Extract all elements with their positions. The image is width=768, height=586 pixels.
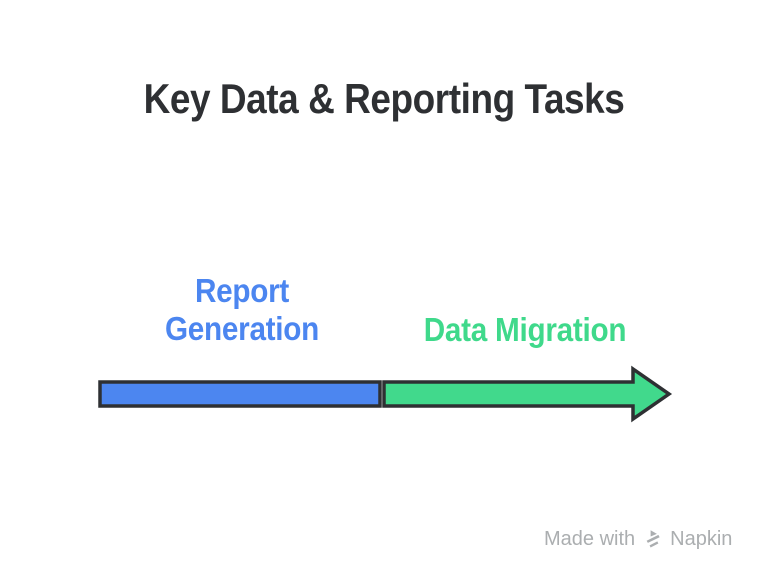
process-arrow [98,365,673,423]
watermark-text: Made with [544,527,636,550]
napkin-watermark[interactable]: Made with Napkin [544,527,732,551]
arrow-segment-data-migration [382,365,673,423]
segment-label-report-generation: Report Generation [164,272,320,347]
arrow-segment-report-generation [98,380,382,408]
segment-label-data-migration: Data Migration [423,311,627,348]
napkin-logo-icon [646,529,660,547]
diagram-title: Key Data & Reporting Tasks [143,75,625,122]
watermark-brand: Napkin [670,527,733,550]
